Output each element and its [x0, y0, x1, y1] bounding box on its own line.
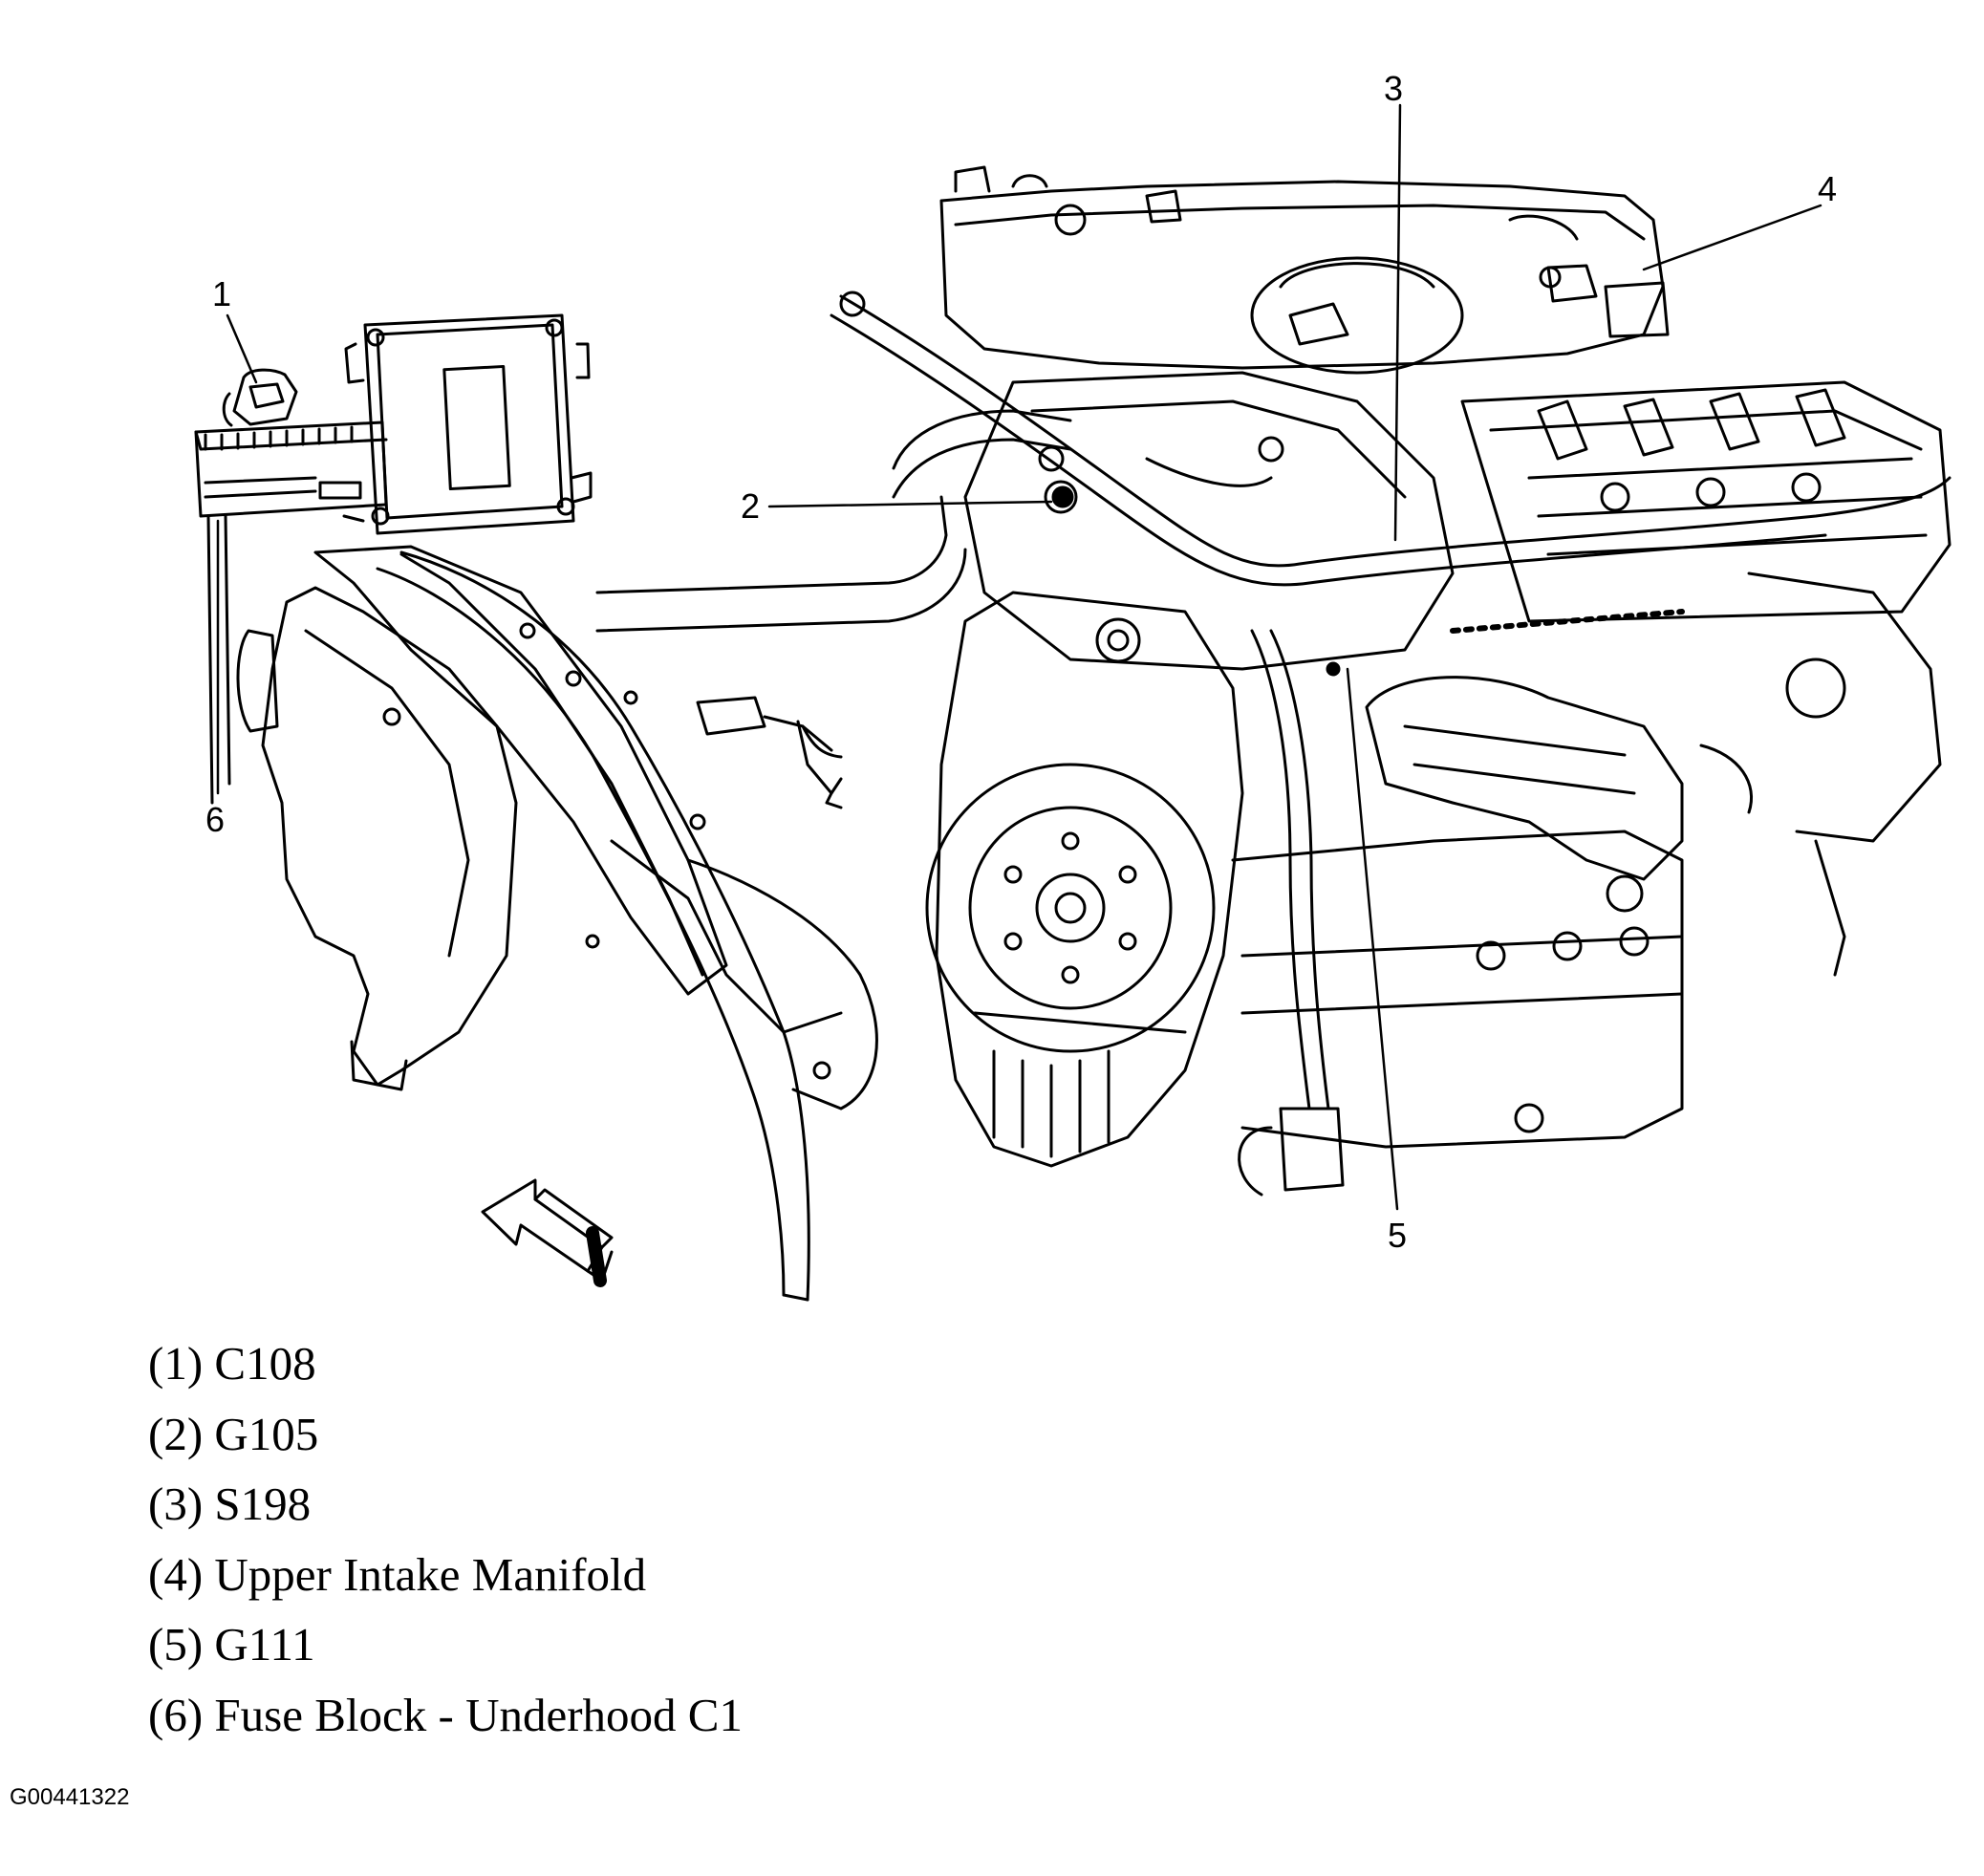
- callout-legend: (1) C108 (2) G105 (3) S198 (4) Upper Int…: [148, 1328, 743, 1750]
- legend-item: (1) C108: [148, 1337, 316, 1390]
- callout-number: 5: [1388, 1216, 1407, 1255]
- front-arrow-icon: [481, 1178, 614, 1287]
- legend-item: (3) S198: [148, 1477, 312, 1530]
- fuse-block-assembly: [194, 368, 388, 805]
- wiring-harness: [595, 291, 1952, 1197]
- callout-leaders: [216, 103, 1822, 1211]
- callout-number: 6: [205, 800, 225, 839]
- callout-number: 2: [741, 486, 760, 526]
- frame-rail: [236, 545, 878, 1302]
- callout-number: 4: [1818, 169, 1837, 208]
- engine-block: [892, 165, 1952, 1168]
- legend-item: (2) G105: [148, 1407, 319, 1460]
- legend-item: (5) G111: [148, 1618, 315, 1671]
- s198-splice-icon: [1326, 661, 1341, 677]
- legend-item: (4) Upper Intake Manifold: [148, 1547, 647, 1601]
- callout-number: 3: [1384, 69, 1403, 108]
- control-module: [342, 313, 593, 535]
- callout-number: 1: [212, 274, 231, 313]
- g105-ground-icon: [1051, 485, 1074, 508]
- legend-item: (6) Fuse Block - Underhood C1: [148, 1688, 743, 1741]
- figure-id: G00441322: [10, 1784, 130, 1810]
